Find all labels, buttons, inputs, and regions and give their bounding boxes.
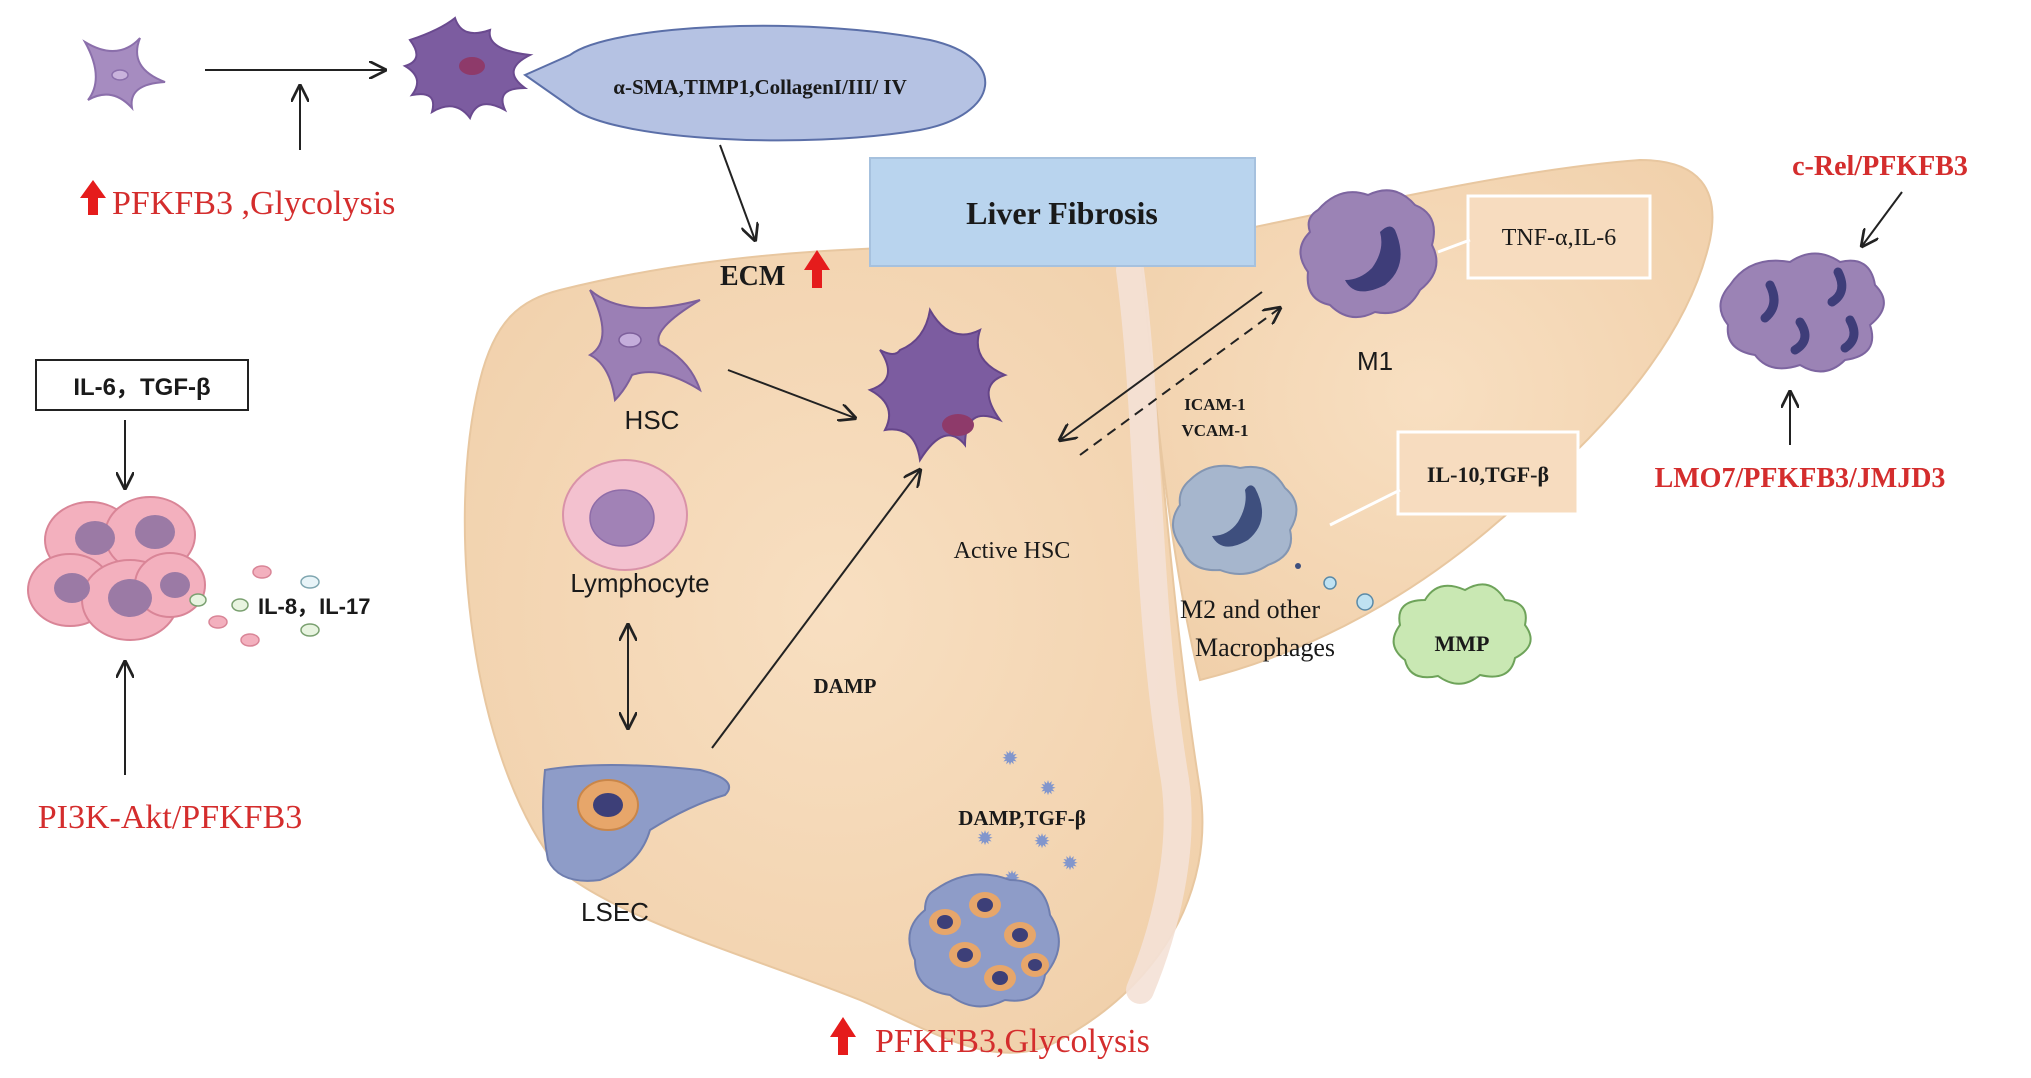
hsc-cell-icon — [587, 289, 702, 403]
il10-pointer — [1329, 488, 1401, 527]
activated-hsc-top-nucleus — [459, 57, 485, 75]
red-up-arrow-ecm — [804, 250, 830, 288]
star-particle-2: ✹ — [1040, 778, 1057, 800]
star-particle-5: ✹ — [1062, 853, 1079, 875]
damaged-hepatocyte-cluster-icon — [908, 873, 1060, 1008]
lymphocyte-nucleus — [589, 489, 655, 547]
tnf-label: TNF-α,IL-6 — [1502, 225, 1617, 251]
cytokine-dot-1 — [252, 565, 272, 579]
pfkfb3-glycolysis-top: PFKFB3 ,Glycolysis — [112, 185, 395, 222]
mmp-cloud-icon — [1392, 583, 1532, 685]
cytokine-dot-7 — [300, 623, 320, 637]
active-hsc-nucleus — [942, 414, 974, 436]
il6-tgf-box — [35, 359, 249, 411]
il8-il17-label: IL-8，IL-17 — [258, 594, 370, 619]
cytokine-dot-2 — [300, 575, 320, 589]
il10-label: IL-10,TGF-β — [1427, 462, 1549, 487]
m2-label-line1: M2 and other — [1180, 595, 1320, 624]
liver-ligament — [1116, 256, 1192, 1004]
active-to-m1-dashed-arrow — [1079, 308, 1280, 456]
cytokine-dot-5 — [208, 615, 228, 629]
damp-label: DAMP — [814, 674, 877, 698]
crel-pathway-label: c-Rel/PFKFB3 — [1792, 151, 1968, 182]
il6-tgf-label: IL-6，TGF-β — [73, 374, 210, 401]
marker-label: α-SMA,TIMP1,CollagenI/III/ IV — [613, 75, 907, 99]
pi3k-pathway-label: PI3K-Akt/PFKFB3 — [38, 799, 303, 836]
title: Liver Fibrosis — [966, 195, 1158, 231]
lsec-nucleus — [593, 793, 623, 817]
quiescent-hsc-nucleus — [111, 69, 129, 81]
pfkfb3-glycolysis-bottom: PFKFB3,Glycolysis — [875, 1023, 1150, 1060]
lsec-label: LSEC — [581, 897, 649, 927]
ecm-label: ECM — [720, 261, 785, 292]
liver-left-lobe — [463, 245, 1204, 1054]
lmo7-pathway-label: LMO7/PFKFB3/JMJD3 — [1655, 463, 1946, 494]
m1-nucleus — [1345, 226, 1401, 292]
star-particle-3: ✹ — [977, 828, 994, 850]
vcam-label: VCAM-1 — [1181, 421, 1248, 440]
m1-label: M1 — [1357, 346, 1393, 376]
m2-secretion-dot-3 — [1356, 593, 1374, 611]
mmp-label: MMP — [1435, 631, 1490, 656]
cytokine-dot-4 — [231, 598, 249, 612]
tnf-box — [1466, 194, 1652, 280]
m2-secretion-dot-1 — [1295, 563, 1301, 569]
red-up-arrow-bottom — [830, 1017, 856, 1055]
hsc-label: HSC — [625, 405, 680, 435]
damp-tgf-label: DAMP,TGF-β — [958, 806, 1086, 830]
m1-to-active-arrow — [1060, 291, 1263, 440]
star-particle-1: ✹ — [1002, 748, 1019, 770]
macrophage-cluster-icon — [1719, 252, 1885, 373]
red-up-arrow-top — [80, 180, 106, 215]
m2-label-line2: Macrophages — [1195, 633, 1335, 662]
active-hsc-icon — [867, 307, 1008, 463]
hsc-nucleus — [618, 332, 642, 348]
cytokine-dot-3 — [189, 593, 207, 607]
m2-nucleus — [1212, 485, 1263, 547]
bubble-to-ecm-arrow — [719, 144, 755, 240]
damp-arrow — [711, 470, 920, 749]
il10-box — [1396, 430, 1580, 516]
m2-macrophage-icon — [1172, 464, 1298, 575]
title-box — [869, 157, 1256, 267]
tnf-pointer — [1437, 238, 1471, 254]
m2-secretion-dot-2 — [1323, 576, 1337, 590]
icam-label: ICAM-1 — [1184, 395, 1245, 414]
immune-cell-cluster-icon — [27, 496, 206, 641]
cytokine-dot-6 — [240, 633, 260, 647]
lymphocyte-label: Lymphocyte — [570, 568, 709, 598]
hsc-to-active-arrow — [727, 369, 855, 418]
m1-macrophage-icon — [1299, 189, 1438, 319]
marker-bubble — [522, 24, 987, 142]
star-particle-4: ✹ — [1034, 831, 1051, 853]
crel-arrow — [1862, 191, 1903, 246]
active-hsc-label: Active HSC — [954, 538, 1071, 564]
